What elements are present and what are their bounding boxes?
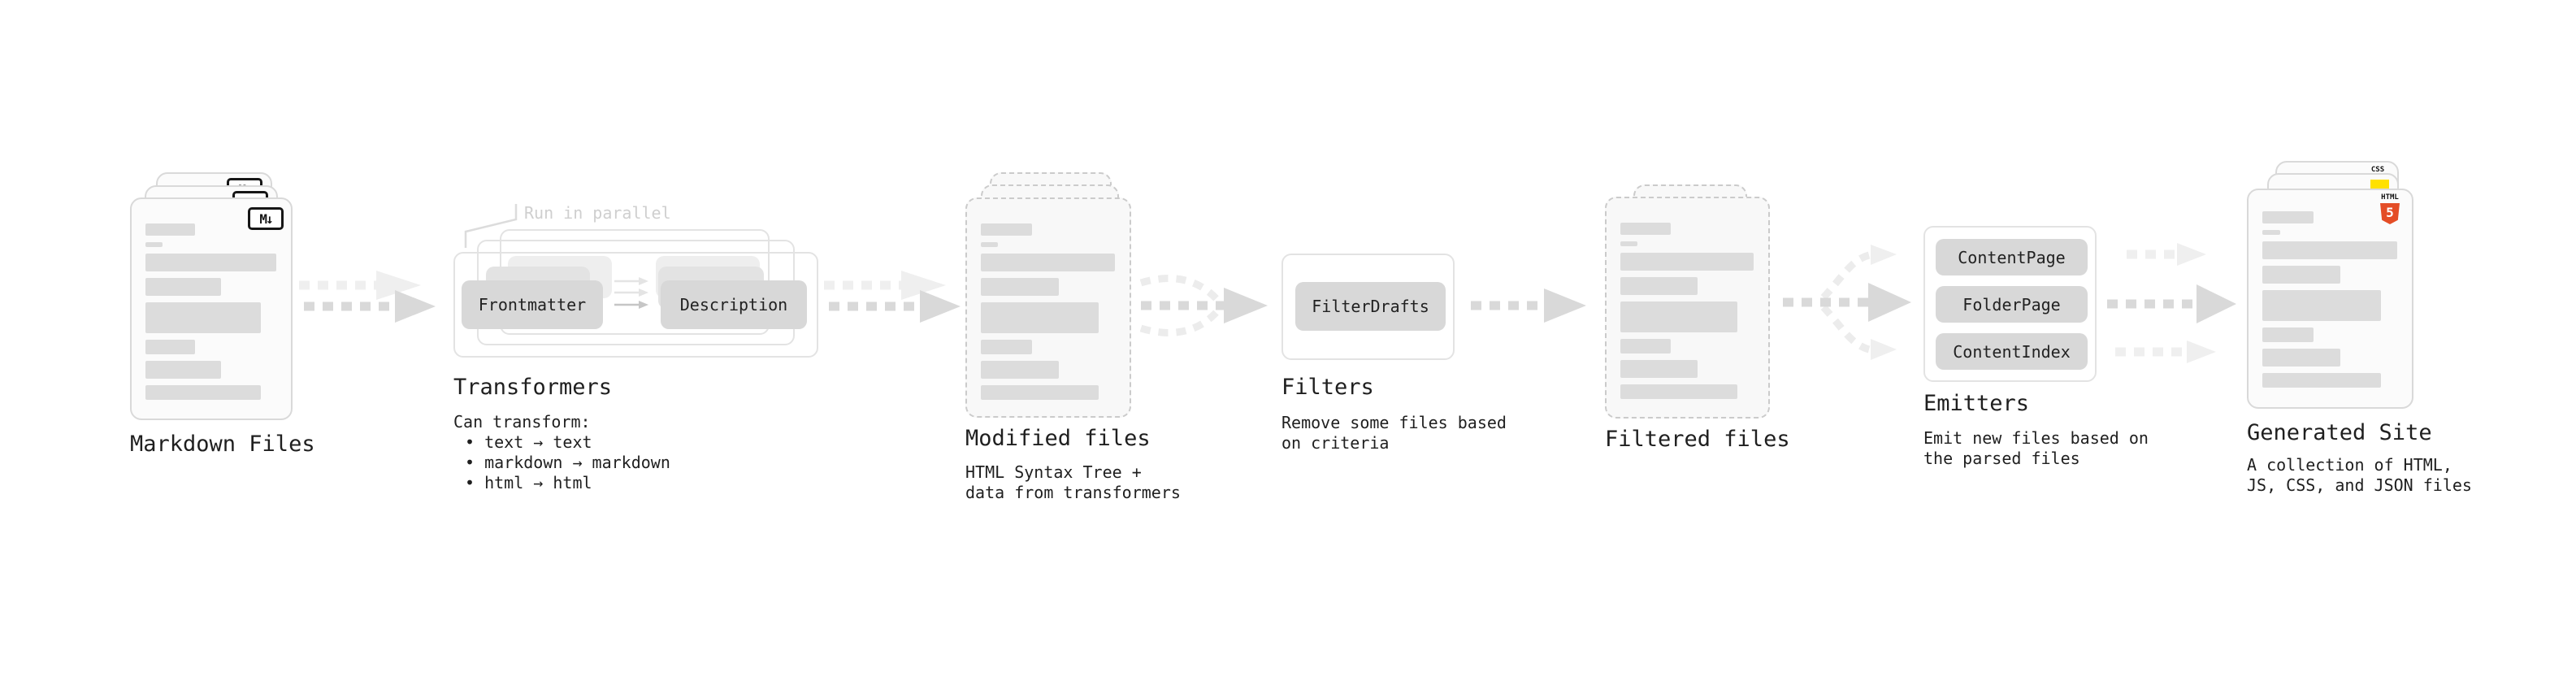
html5-file-icon: HTML 5 bbox=[2379, 194, 2400, 224]
filters-description: Remove some files based on criteria bbox=[1281, 413, 1507, 453]
placeholder-bar bbox=[2262, 211, 2314, 223]
stage-label-markdown-files: Markdown Files bbox=[130, 432, 315, 457]
arrow-markdown-to-transformers bbox=[299, 271, 436, 323]
placeholder-bar bbox=[145, 223, 196, 236]
stage-label-transformers: Transformers bbox=[453, 375, 613, 400]
emitter-folderpage: FolderPage bbox=[1936, 286, 2088, 323]
description-line: on criteria bbox=[1281, 433, 1390, 453]
arrow-modified-to-filters bbox=[1139, 275, 1268, 336]
js-file-icon bbox=[2370, 180, 2389, 189]
file-content-placeholder bbox=[145, 223, 276, 400]
placeholder-bar bbox=[2262, 349, 2341, 367]
placeholder-bar bbox=[981, 223, 1032, 236]
run-in-parallel-note: Run in parallel bbox=[524, 203, 671, 223]
stage-label-generated-site: Generated Site bbox=[2247, 420, 2432, 445]
placeholder-bar bbox=[981, 340, 1032, 354]
placeholder-bar bbox=[145, 340, 196, 354]
transformer-frontmatter: Frontmatter bbox=[462, 280, 603, 329]
transformers-description: Can transform: • text → text • markdown … bbox=[453, 412, 670, 493]
placeholder-bar bbox=[981, 242, 999, 247]
placeholder-bar bbox=[1620, 301, 1738, 332]
description-line: A collection of HTML, bbox=[2247, 455, 2452, 475]
generated-file-card-html: HTML 5 bbox=[2247, 189, 2413, 409]
filters-box: FilterDrafts bbox=[1281, 254, 1455, 360]
generated-site-description: A collection of HTML, JS, CSS, and JSON … bbox=[2247, 455, 2472, 496]
placeholder-bar bbox=[2262, 373, 2382, 388]
placeholder-bar bbox=[2262, 266, 2341, 284]
frontmatter-to-description-arrows bbox=[614, 277, 648, 309]
emitters-description: Emit new files based on the parsed files bbox=[1923, 428, 2149, 469]
description-line: Emit new files based on bbox=[1923, 428, 2149, 448]
stage-label-filtered-files: Filtered files bbox=[1605, 427, 1790, 452]
placeholder-bar bbox=[981, 302, 1099, 333]
description-line: Remove some files based bbox=[1281, 413, 1507, 432]
markdown-icon: M↓ bbox=[248, 207, 284, 230]
emitters-box: ContentPage FolderPage ContentIndex bbox=[1923, 226, 2097, 382]
run-in-parallel-callout-line bbox=[464, 204, 518, 248]
placeholder-bar bbox=[981, 361, 1059, 379]
placeholder-bar bbox=[145, 254, 276, 271]
placeholder-bar bbox=[981, 254, 1115, 271]
placeholder-bar bbox=[145, 361, 222, 379]
placeholder-bar bbox=[1620, 253, 1754, 271]
description-line: • text → text bbox=[465, 432, 592, 452]
html5-shield: 5 bbox=[2380, 203, 2400, 224]
emitter-contentindex: ContentIndex bbox=[1936, 333, 2088, 370]
html5-icon-label: HTML bbox=[2381, 193, 2399, 202]
file-content-placeholder bbox=[2262, 211, 2397, 388]
css-icon-label: CSS bbox=[2370, 166, 2385, 174]
transformer-container-front bbox=[453, 252, 818, 358]
placeholder-bar bbox=[1620, 339, 1672, 354]
modified-file-card-front bbox=[965, 197, 1131, 418]
modified-files-description: HTML Syntax Tree + data from transformer… bbox=[965, 462, 1181, 503]
description-line: HTML Syntax Tree + bbox=[965, 462, 1142, 482]
filtered-file-card-front bbox=[1605, 197, 1770, 419]
placeholder-bar bbox=[1620, 277, 1698, 295]
placeholder-bar bbox=[981, 278, 1059, 296]
description-line: • html → html bbox=[465, 473, 592, 492]
arrow-emitters-to-generated bbox=[2107, 243, 2236, 363]
arrow-transformers-to-modified bbox=[824, 271, 961, 323]
placeholder-bar bbox=[145, 242, 163, 247]
stage-label-modified-files: Modified files bbox=[965, 426, 1151, 451]
arrow-filtered-to-emitters bbox=[1783, 245, 1911, 360]
markdown-file-card-front: M↓ bbox=[130, 197, 293, 420]
file-content-placeholder bbox=[1620, 223, 1754, 399]
arrow-filters-to-filtered bbox=[1471, 288, 1586, 323]
stage-label-filters: Filters bbox=[1281, 375, 1374, 400]
placeholder-bar bbox=[981, 385, 1099, 400]
placeholder-bar bbox=[2262, 327, 2314, 342]
description-line: JS, CSS, and JSON files bbox=[2247, 475, 2472, 495]
file-content-placeholder bbox=[981, 223, 1115, 400]
stage-label-emitters: Emitters bbox=[1923, 391, 2030, 416]
filter-filterdrafts: FilterDrafts bbox=[1295, 282, 1446, 331]
placeholder-bar bbox=[145, 385, 261, 400]
placeholder-bar bbox=[2262, 241, 2397, 259]
placeholder-bar bbox=[1620, 241, 1638, 246]
description-line: • markdown → markdown bbox=[465, 453, 670, 472]
placeholder-bar bbox=[2262, 290, 2382, 321]
placeholder-bar bbox=[1620, 384, 1738, 399]
description-line: data from transformers bbox=[965, 483, 1181, 502]
placeholder-bar bbox=[1620, 223, 1672, 235]
placeholder-bar bbox=[2262, 230, 2280, 235]
placeholder-bar bbox=[145, 278, 222, 296]
description-line: Can transform: bbox=[453, 412, 591, 432]
transformer-description: Description bbox=[661, 280, 807, 329]
placeholder-bar bbox=[1620, 360, 1698, 378]
description-line: the parsed files bbox=[1923, 449, 2080, 468]
emitter-contentpage: ContentPage bbox=[1936, 239, 2088, 275]
placeholder-bar bbox=[145, 302, 261, 333]
